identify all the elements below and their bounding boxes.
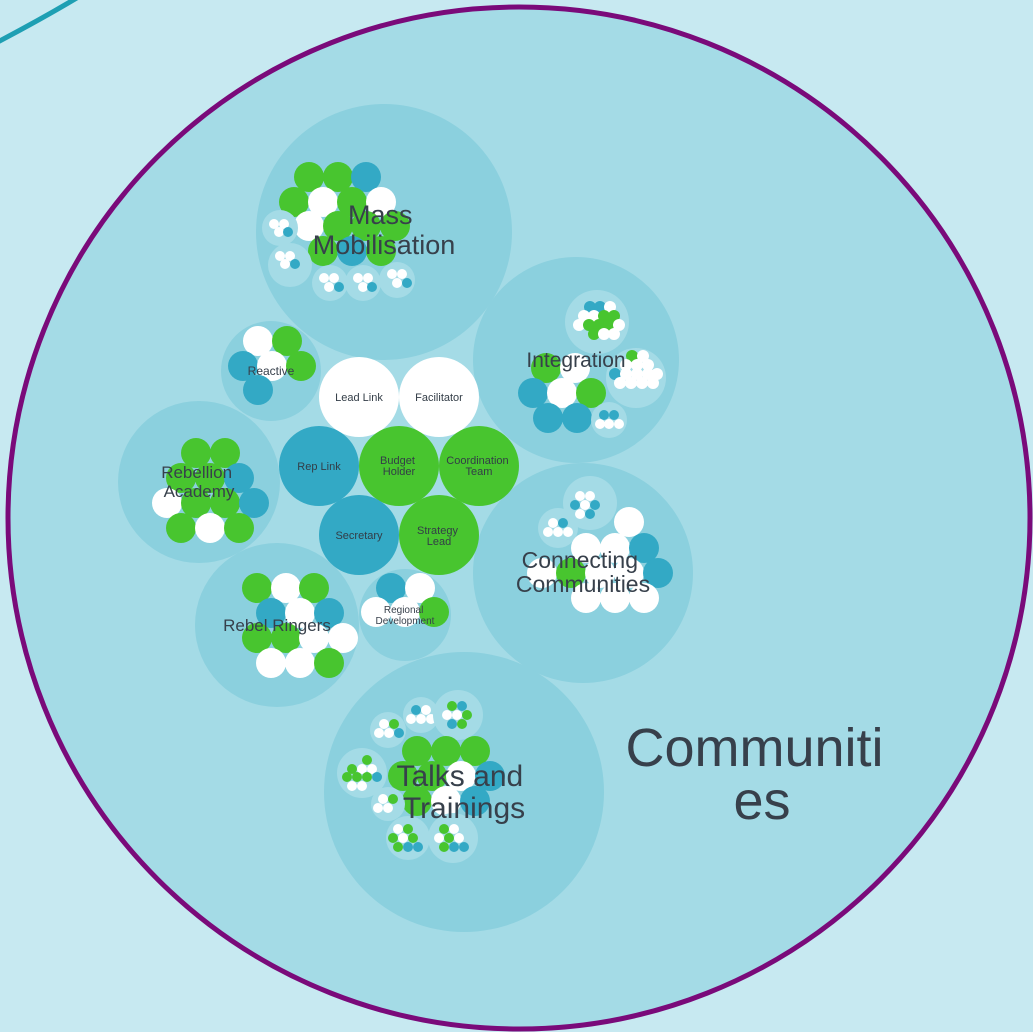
sub-circle-reactive[interactable]: Reactive (221, 321, 321, 421)
sub-circle-talks-and-trainings[interactable]: Talks and Trainings (324, 652, 604, 932)
integration-roles (518, 290, 666, 438)
rebel-ringers-roles (242, 573, 358, 678)
rebel-ringers-label: Rebel Ringers (223, 616, 331, 635)
sub-circle-rebellion-academy[interactable]: Rebellion Academy (118, 401, 280, 563)
role-facilitator[interactable]: Facilitator (399, 357, 479, 437)
regional-development-label: Regional Development (376, 605, 435, 627)
center-roles: Lead Link Facilitator Rep Link Budget Ho… (279, 357, 519, 575)
sub-circle-connecting-communities[interactable]: Connecting Communities (473, 463, 693, 683)
role-secretary[interactable]: Secretary (319, 495, 399, 575)
role-budget-holder[interactable]: Budget Holder (359, 426, 439, 506)
role-budget-holder-label: Budget Holder (380, 455, 418, 478)
role-coordination-team-label: Coordination Team (446, 455, 511, 478)
sub-circle-integration[interactable]: Integration (473, 257, 679, 463)
mass-mobilisation-label: Mass Mobilisation (313, 200, 456, 260)
integration-label: Integration (526, 349, 625, 372)
role-lead-link[interactable]: Lead Link (319, 357, 399, 437)
mass-mobilisation-roles (262, 162, 415, 301)
talks-and-trainings-roles (337, 690, 505, 863)
sub-circle-rebel-ringers[interactable]: Rebel Ringers (195, 543, 359, 707)
role-strategy-lead-label: Strategy Lead (417, 525, 461, 548)
communities-label: Communiti es (625, 718, 898, 831)
talks-and-trainings-label: Talks and Trainings (396, 760, 531, 825)
role-coordination-team[interactable]: Coordination Team (439, 426, 519, 506)
role-strategy-lead[interactable]: Strategy Lead (399, 495, 479, 575)
role-secretary-label: Secretary (335, 530, 383, 542)
reactive-label: Reactive (248, 364, 295, 378)
connecting-communities-label: Connecting Communities (516, 547, 650, 597)
role-facilitator-label: Facilitator (415, 392, 463, 404)
role-rep-link-label: Rep Link (297, 461, 341, 473)
rebellion-academy-roles (152, 438, 269, 543)
sub-circle-regional-development[interactable]: Regional Development (359, 569, 451, 661)
connecting-communities-roles (527, 476, 673, 613)
parent-circle-edge (0, 0, 79, 44)
regional-development-roles (361, 573, 449, 627)
reactive-roles (228, 326, 316, 405)
rebellion-academy-label: Rebellion Academy (161, 463, 237, 501)
sub-circle-mass-mobilisation[interactable]: Mass Mobilisation (256, 104, 512, 360)
role-lead-link-label: Lead Link (335, 392, 383, 404)
role-rep-link[interactable]: Rep Link (279, 426, 359, 506)
